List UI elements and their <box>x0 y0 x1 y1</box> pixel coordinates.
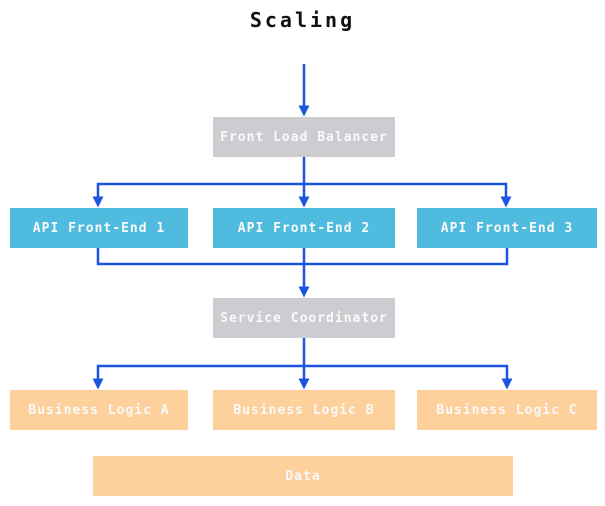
node-business-logic-a: Business Logic A <box>10 390 188 430</box>
diagram-title: Scaling <box>249 8 356 32</box>
node-label: Service Coordinator <box>220 310 388 326</box>
node-label: API Front-End 1 <box>32 220 166 236</box>
edge-front-load-balancer-to-api-front-end-3 <box>304 182 512 208</box>
node-api-front-end-2: API Front-End 2 <box>213 208 395 248</box>
node-label: Business Logic B <box>233 402 375 418</box>
node-api-front-end-3: API Front-End 3 <box>417 208 597 248</box>
edge-api-front-end-1-to-service-coordinator <box>96 248 304 266</box>
node-service-coordinator: Service Coordinator <box>213 298 395 338</box>
node-business-logic-b: Business Logic B <box>213 390 395 430</box>
node-label: Data <box>285 468 321 484</box>
edge-service-coordinator-to-business-logic-c <box>304 364 513 390</box>
node-label: Business Logic A <box>28 402 170 418</box>
node-front-load-balancer: Front Load Balancer <box>213 117 395 157</box>
node-business-logic-c: Business Logic C <box>417 390 597 430</box>
node-api-front-end-1: API Front-End 1 <box>10 208 188 248</box>
edge-service-coordinator-to-business-logic-a <box>92 364 304 390</box>
node-data: Data <box>93 456 513 496</box>
node-label: API Front-End 2 <box>237 220 371 236</box>
edge-front-load-balancer-to-api-front-end-1 <box>92 182 304 208</box>
edge-api-front-end-3-to-service-coordinator <box>304 248 509 266</box>
node-label: API Front-End 3 <box>440 220 574 236</box>
node-label: Front Load Balancer <box>220 129 388 145</box>
node-label: Business Logic C <box>436 402 578 418</box>
